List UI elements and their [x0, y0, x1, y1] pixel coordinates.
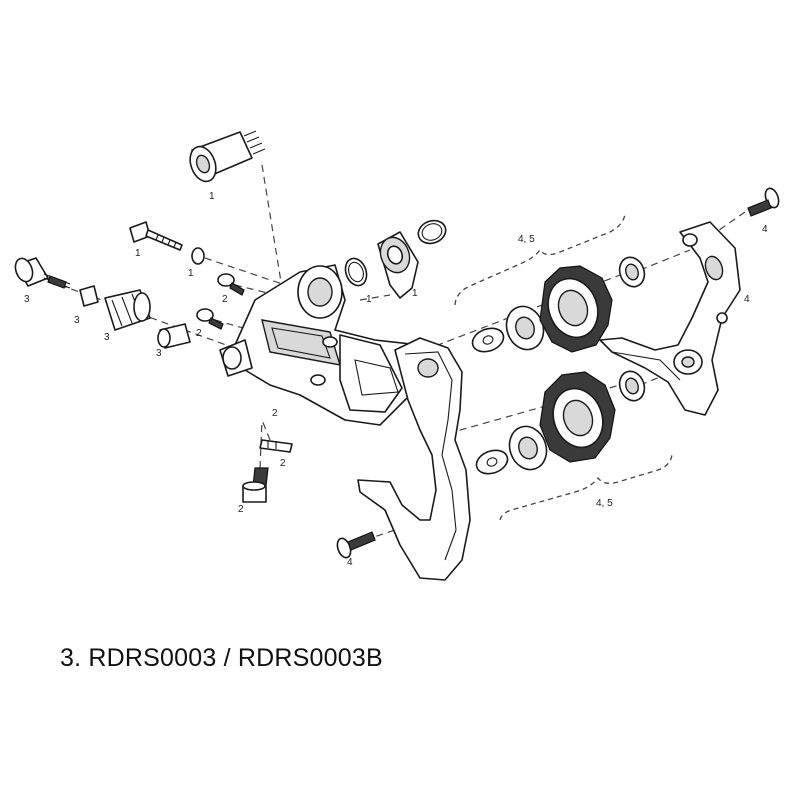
upper-pulley-brace	[454, 214, 626, 306]
callout-2: 2	[272, 408, 278, 419]
callout-4: 4	[744, 294, 750, 305]
spring-cap	[377, 231, 419, 299]
callout-1: 1	[412, 288, 418, 299]
mounting-bushing	[189, 130, 266, 183]
lower-pulley-assembly	[475, 370, 646, 475]
callout-1: 1	[188, 268, 194, 279]
callout-1: 1	[209, 191, 215, 202]
o-ring-small	[344, 257, 368, 287]
callout-3: 3	[104, 332, 110, 343]
diagram-caption: 3. RDRS0003 / RDRS0003B	[60, 644, 383, 672]
callout-4: 4	[762, 224, 768, 235]
lower-pulley-brace	[499, 454, 673, 521]
callout-1: 1	[135, 248, 141, 259]
small-bolt-middle	[196, 308, 224, 330]
outer-cage-plate	[357, 337, 471, 581]
limit-screw	[242, 467, 269, 503]
barrel-adjuster-group	[14, 257, 191, 349]
cage-bolt-lower	[336, 531, 376, 559]
limit-screw-bracket	[259, 439, 293, 453]
callout-2: 2	[196, 328, 202, 339]
callout-3: 3	[24, 294, 30, 305]
small-bolt-upper	[217, 273, 245, 296]
upper-pulley-assembly	[471, 256, 646, 353]
callout-2: 2	[222, 294, 228, 305]
callout-3: 3	[74, 315, 80, 326]
callout-3: 3	[156, 348, 162, 359]
callout-1: 1	[366, 294, 372, 305]
callout-2: 2	[238, 504, 244, 515]
callout-labels: 1 1 1 1 1 2 2 2 2 2 3 3 3 3 4 4 4 4, 5 4…	[24, 191, 768, 568]
inner-cage-plate	[599, 221, 741, 416]
callout-2: 2	[280, 458, 286, 469]
cage-bolt-upper	[747, 187, 780, 217]
o-ring-large	[417, 219, 447, 245]
callout-4: 4	[347, 557, 353, 568]
long-bolt	[129, 221, 205, 265]
derailleur-body	[219, 264, 421, 426]
callout-4-5: 4, 5	[518, 234, 535, 245]
callout-4-5: 4, 5	[596, 498, 613, 509]
